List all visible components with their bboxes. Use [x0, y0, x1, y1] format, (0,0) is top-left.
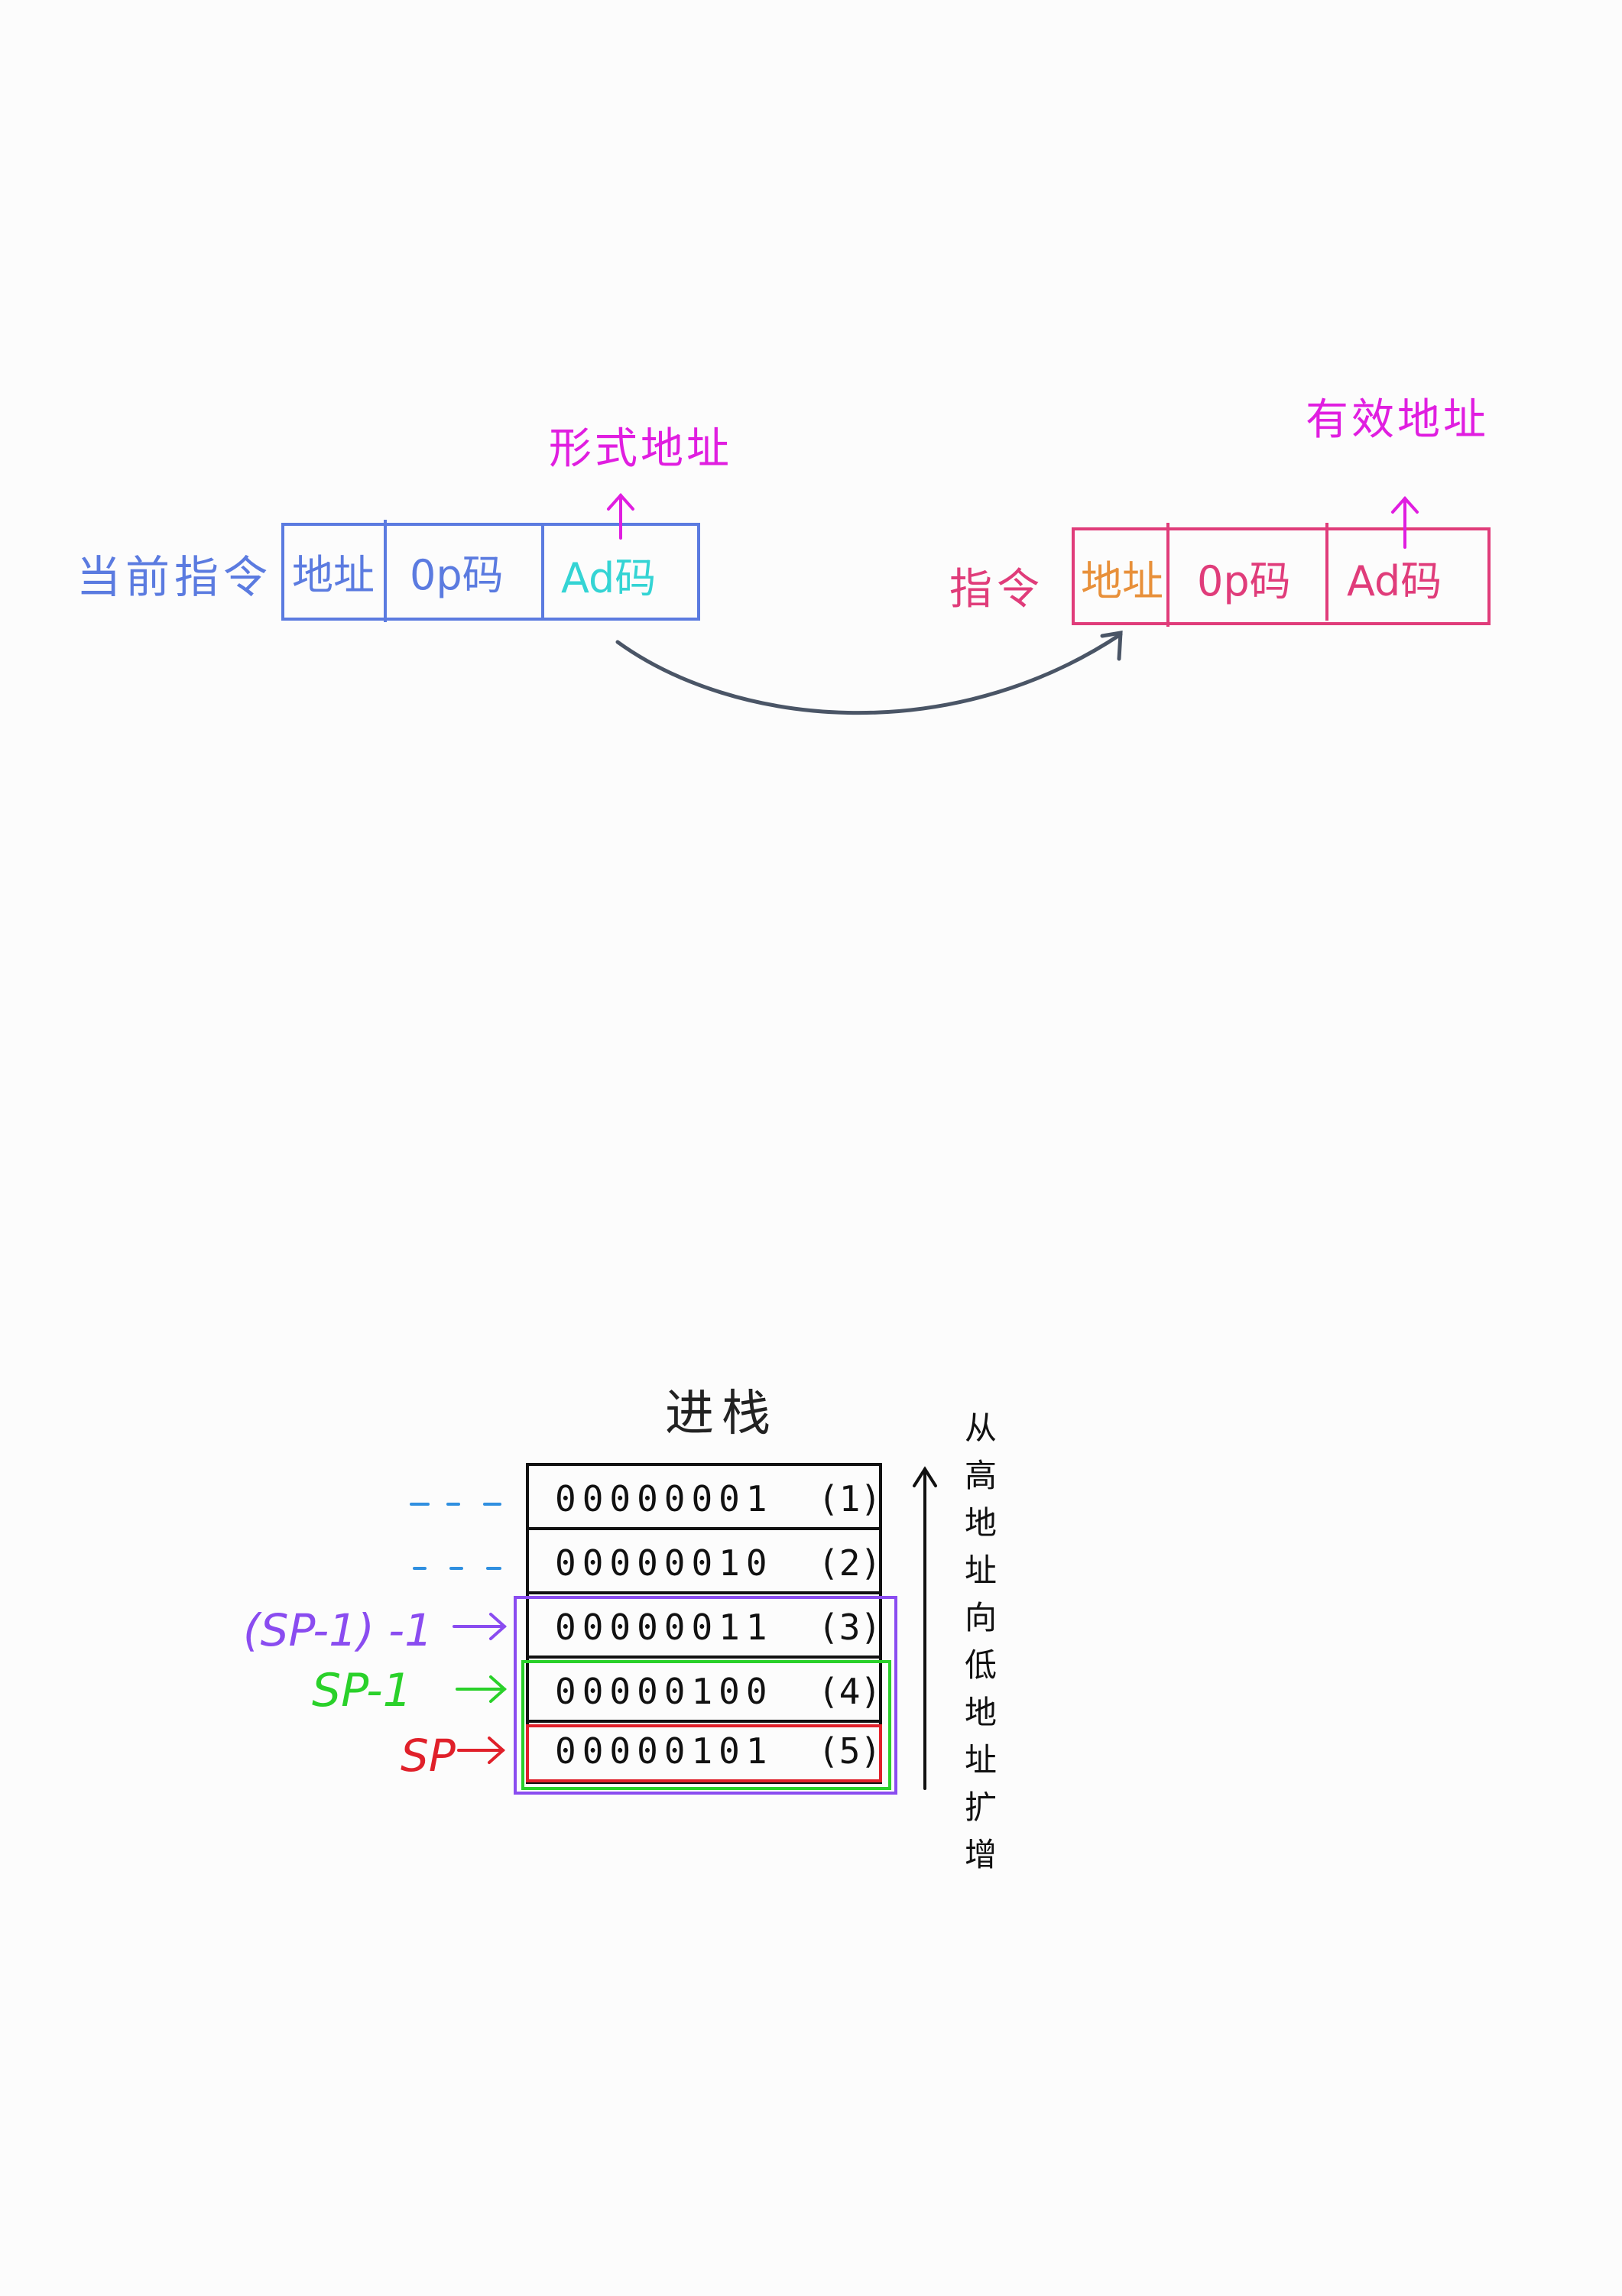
- stack-row-index: (5): [818, 1730, 882, 1772]
- growth-direction-char: 地: [965, 1694, 998, 1731]
- stack-row-value: 00000001: [555, 1478, 774, 1519]
- curved-transfer-arrow: [615, 631, 1123, 715]
- stack-row-separator: [526, 1591, 882, 1594]
- stack-row-index: (3): [818, 1607, 882, 1648]
- target-instruction-divider-1: [1166, 523, 1169, 627]
- red-highlight-box: [526, 1724, 882, 1782]
- effective-address-up-arrow: [1391, 495, 1419, 549]
- growth-direction-char: 址: [965, 1741, 998, 1779]
- pointer-label-sp-minus-1: SP-1: [312, 1664, 412, 1717]
- green-pointer-arrow: [456, 1675, 508, 1703]
- purple-pointer-arrow: [453, 1613, 508, 1640]
- current-instruction-box: [281, 523, 700, 621]
- target-ad-field: Ad码: [1347, 557, 1442, 605]
- effective-address-label: 有效地址: [1306, 395, 1489, 445]
- green-highlight-box: [521, 1660, 891, 1790]
- target-instruction-label: 指令: [949, 565, 1044, 615]
- stack-row-value: 00000011: [555, 1607, 774, 1648]
- current-opcode-field: 0p码: [410, 551, 504, 599]
- target-instruction-box: [1072, 527, 1491, 625]
- target-instruction-divider-2: [1325, 523, 1328, 621]
- stack-table: [526, 1463, 882, 1784]
- stack-row-separator: [526, 1656, 882, 1659]
- current-instruction-divider-1: [384, 520, 387, 622]
- stack-title: 进栈: [665, 1386, 778, 1442]
- red-pointer-arrow: [457, 1737, 506, 1764]
- stack-row-separator: [526, 1720, 882, 1723]
- pointer-label-sp-minus-1-minus-1: (SP-1) -1: [243, 1604, 433, 1656]
- current-ad-field: Ad码: [561, 554, 657, 602]
- formal-address-up-arrow: [607, 492, 634, 540]
- current-address-field: 地址: [292, 551, 375, 599]
- growth-direction-arrow: [913, 1466, 937, 1790]
- current-instruction-divider-2: [541, 523, 544, 621]
- pointer-label-sp: SP: [401, 1730, 456, 1782]
- growth-direction-char: 扩: [965, 1788, 998, 1826]
- growth-direction-char: 低: [965, 1646, 998, 1684]
- stack-row-separator: [526, 1527, 882, 1530]
- growth-direction-char: 从: [965, 1409, 998, 1447]
- stack-row-index: (4): [818, 1671, 882, 1712]
- stack-row-value: 00000010: [555, 1542, 774, 1584]
- stack-row-index: (2): [818, 1542, 882, 1584]
- growth-direction-char: 向: [965, 1599, 998, 1636]
- growth-direction-char: 地: [965, 1504, 998, 1542]
- target-address-field: 地址: [1081, 557, 1163, 605]
- purple-highlight-box: [514, 1596, 897, 1795]
- growth-direction-char: 高: [965, 1457, 998, 1494]
- growth-direction-char: 增: [965, 1836, 998, 1873]
- growth-direction-char: 址: [965, 1552, 998, 1589]
- stack-row-index: (1): [818, 1478, 882, 1519]
- stack-row-value: 00000101: [555, 1730, 774, 1772]
- target-opcode-field: 0p码: [1197, 557, 1291, 605]
- stack-row-value: 00000100: [555, 1671, 774, 1712]
- current-instruction-label: 当前指令: [76, 551, 273, 603]
- formal-address-label: 形式地址: [549, 424, 732, 474]
